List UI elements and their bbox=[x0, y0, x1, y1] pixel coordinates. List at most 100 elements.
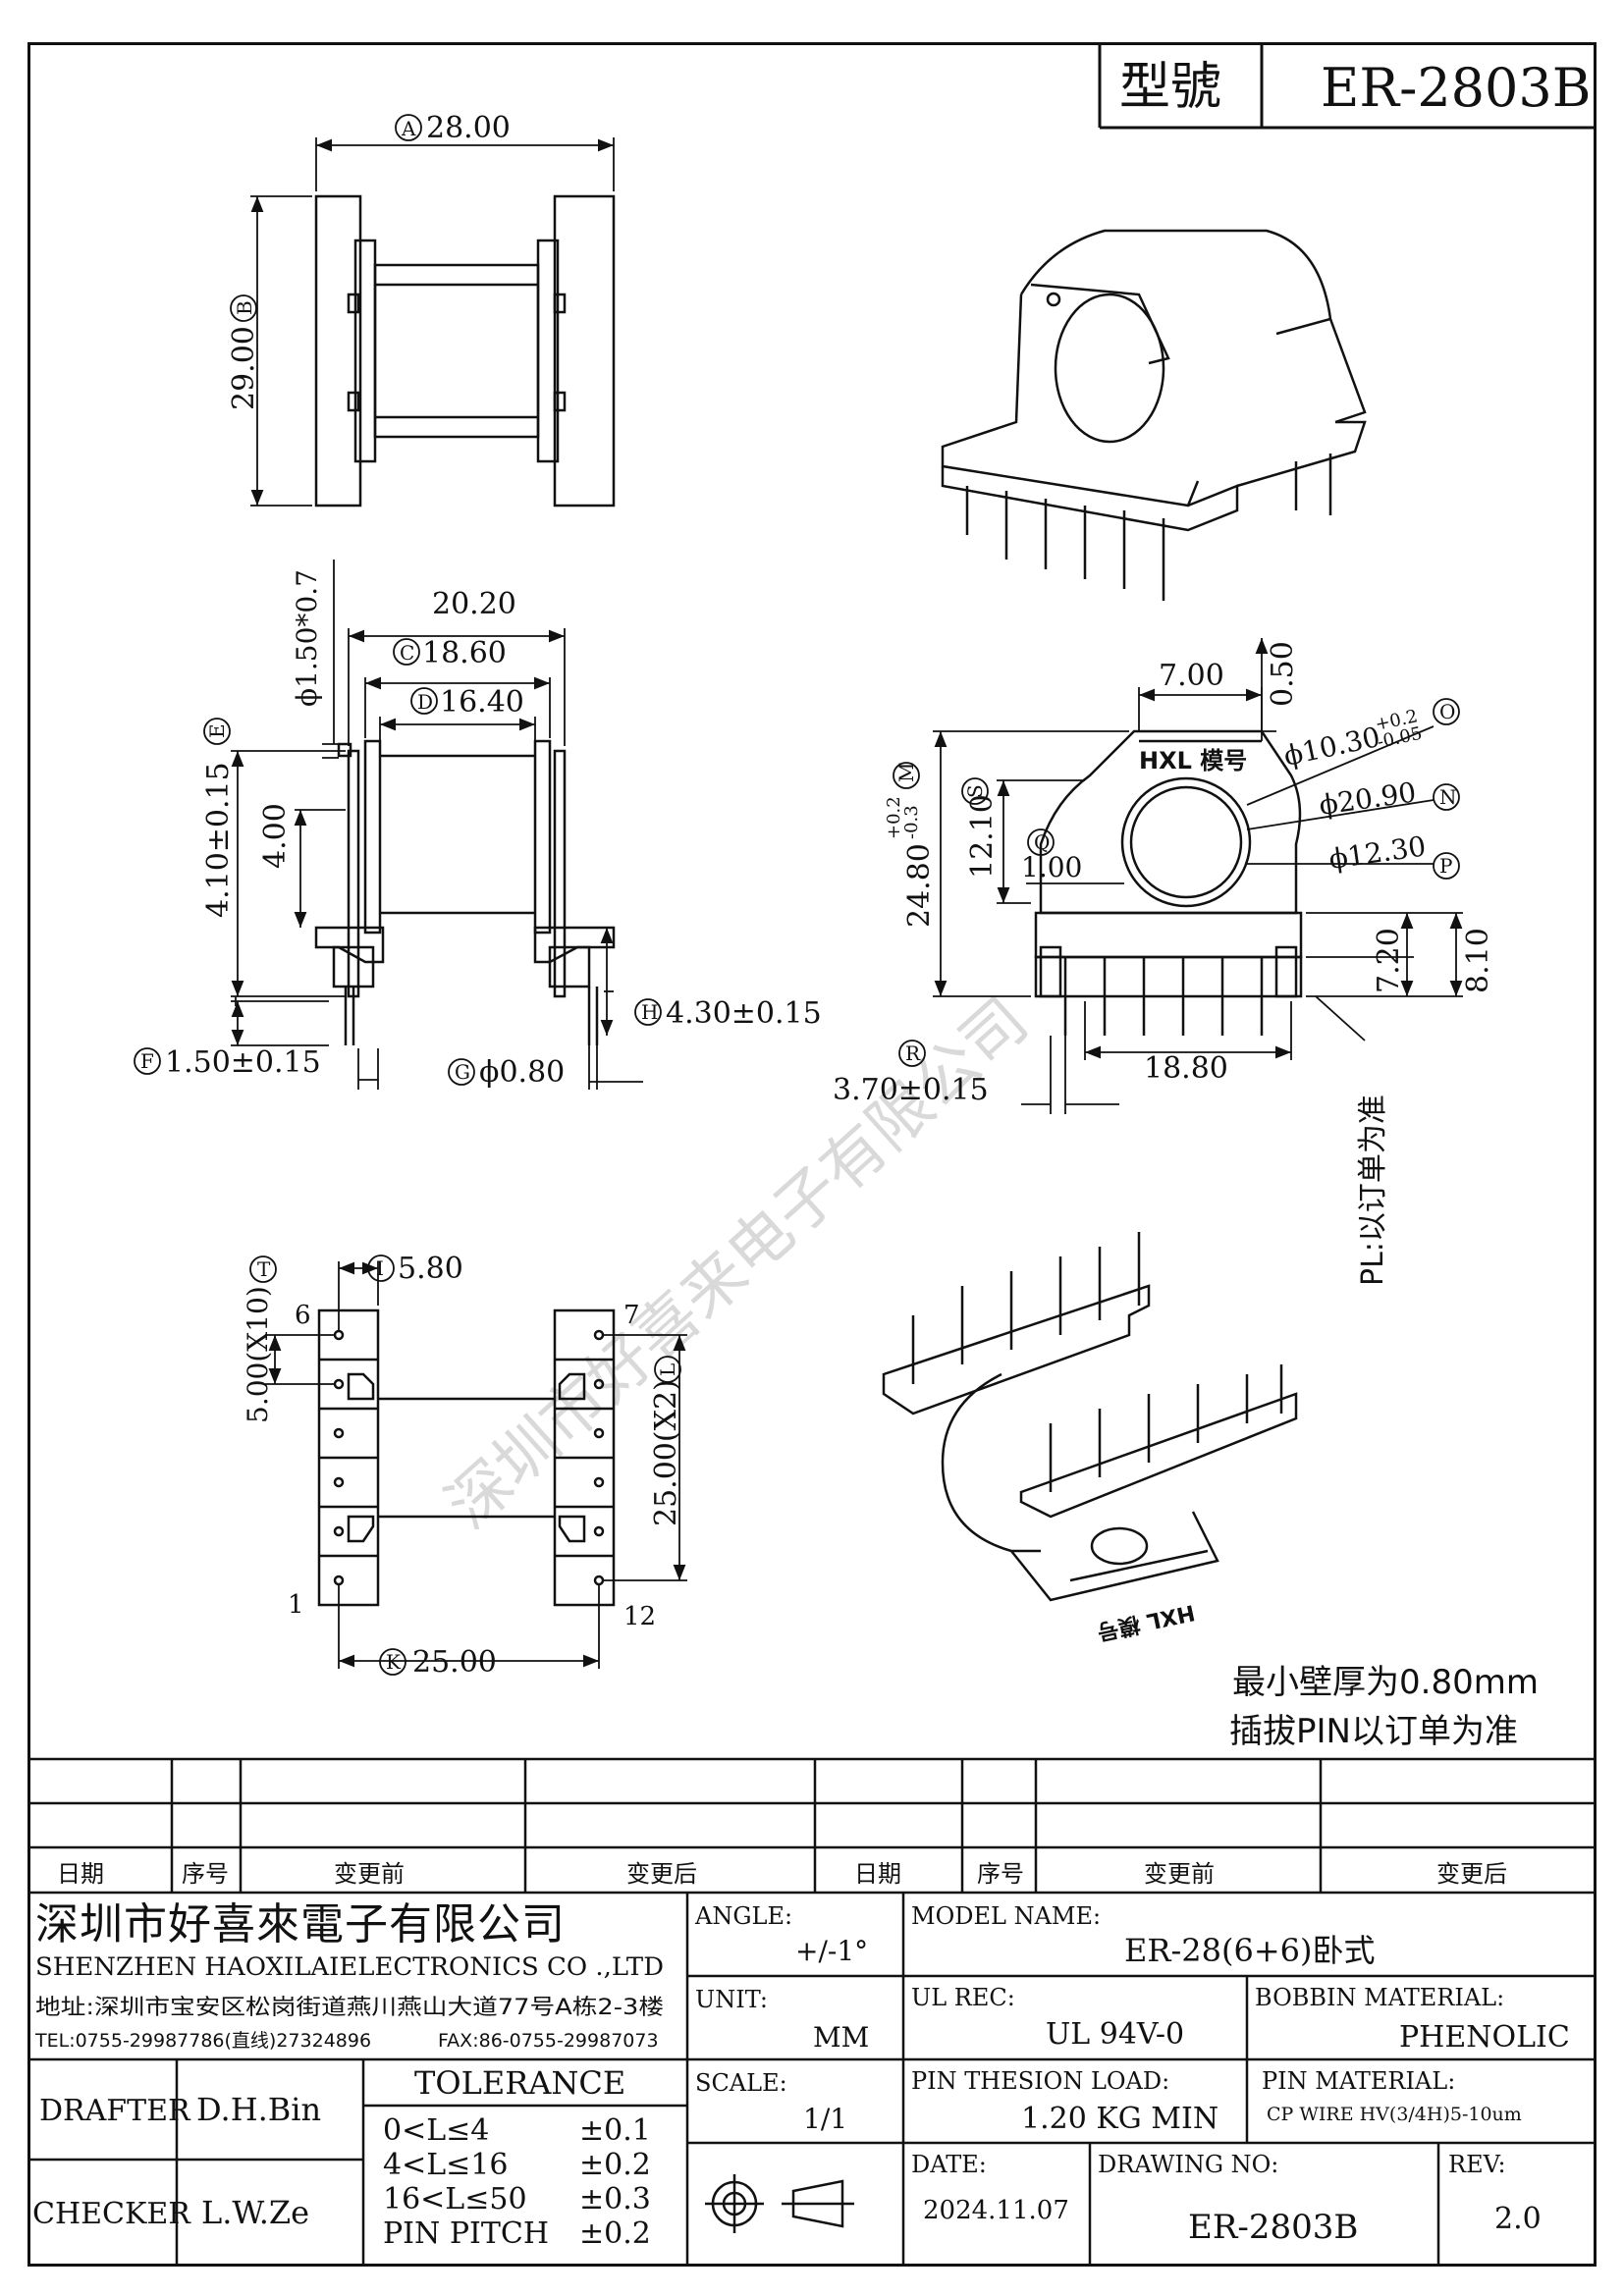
revision-table bbox=[27, 1757, 1597, 1895]
dim-M-value: 24.80 bbox=[902, 843, 937, 928]
checker-label: CHECKER bbox=[32, 2197, 191, 2231]
top-view bbox=[314, 194, 616, 507]
dim-R-letter: R bbox=[905, 1041, 921, 1065]
rev-header-date-2: 日期 bbox=[854, 1860, 901, 1888]
drafter-label: DRAFTER bbox=[39, 2094, 191, 2128]
dim-A-letter: A bbox=[401, 117, 416, 140]
pin-material-label: PIN MATERIAL: bbox=[1262, 2067, 1455, 2095]
dim-18-80: 18.80 bbox=[1144, 1051, 1228, 1086]
pl-note: PL:以订单为准 bbox=[1356, 1095, 1390, 1286]
wall-thickness-note: 最小壁厚为0.80mm bbox=[1232, 1663, 1539, 1702]
scale-value: 1/1 bbox=[803, 2103, 847, 2135]
dim-I-letter: I bbox=[376, 1256, 384, 1280]
dim-M-tol-plus: +0.2 bbox=[884, 796, 904, 839]
dim-P-value: ϕ12.30 bbox=[1326, 829, 1428, 875]
dim-S-value: 12.10 bbox=[965, 794, 1000, 879]
scale-label: SCALE: bbox=[695, 2069, 787, 2097]
iso-view-bottom bbox=[882, 1232, 1298, 1602]
dim-D-letter: D bbox=[417, 690, 433, 714]
company-tel: TEL:0755-29987786(直线)27324896 bbox=[34, 2030, 371, 2052]
dim-K-letter: K bbox=[386, 1650, 402, 1674]
pin-6-label: 6 bbox=[295, 1301, 311, 1330]
dim-A-value: 28.00 bbox=[426, 111, 511, 145]
dim-T-value: 5.00(X10) bbox=[242, 1286, 274, 1423]
side-view bbox=[314, 739, 616, 1045]
title-block-grid bbox=[27, 1893, 1597, 2267]
dim-L-value: 25.00(X2) bbox=[649, 1379, 683, 1526]
rev-header-date-1: 日期 bbox=[57, 1860, 104, 1888]
ul-value: UL 94V-0 bbox=[1046, 2017, 1184, 2052]
model-header bbox=[1098, 42, 1597, 130]
pin-7-label: 7 bbox=[623, 1301, 640, 1330]
pin-order-note: 插拔PIN以订单为准 bbox=[1229, 1712, 1518, 1751]
dim-7-00: 7.00 bbox=[1159, 659, 1224, 693]
dim-D-value: 16.40 bbox=[440, 685, 524, 720]
dim-C-letter: C bbox=[400, 641, 414, 665]
projection-symbol bbox=[705, 2174, 854, 2233]
dim-L-letter: L bbox=[656, 1363, 679, 1376]
pin-12-label: 12 bbox=[623, 1602, 656, 1631]
side-view-dims bbox=[134, 560, 662, 1090]
tol-value-3: ±0.3 bbox=[579, 2182, 651, 2216]
dim-M-tol-minus: -0.3 bbox=[901, 805, 922, 839]
dim-B bbox=[230, 195, 312, 507]
dim-O-letter: O bbox=[1439, 700, 1455, 723]
rev-header-after-1: 变更后 bbox=[626, 1860, 697, 1888]
dim-I-value: 5.80 bbox=[398, 1252, 463, 1286]
dim-B-letter: B bbox=[233, 300, 256, 315]
bottom-view bbox=[317, 1308, 616, 1607]
dim-8-10: 8.10 bbox=[1461, 928, 1495, 993]
model-label: 型號 bbox=[1119, 58, 1221, 117]
tol-range-1: 0<L≤4 bbox=[383, 2113, 489, 2148]
dim-F-value: 1.50±0.15 bbox=[165, 1045, 321, 1080]
model-name-value: ER-28(6+6)卧式 bbox=[1124, 1932, 1376, 1969]
dim-E-letter: E bbox=[205, 723, 229, 738]
drawing-no-value: ER-2803B bbox=[1188, 2208, 1358, 2247]
dim-Q-value: 1.00 bbox=[1021, 851, 1082, 883]
unit-value: MM bbox=[813, 2021, 869, 2054]
dim-4-00: 4.00 bbox=[258, 803, 293, 869]
rev-header-before-1: 变更前 bbox=[334, 1860, 405, 1888]
bobbin-value: PHENOLIC bbox=[1399, 2020, 1570, 2055]
load-value: 1.20 KG MIN bbox=[1021, 2102, 1218, 2136]
dim-F-letter: F bbox=[140, 1049, 154, 1073]
unit-label: UNIT: bbox=[695, 1986, 768, 2013]
company-address: 地址:深圳市宝安区松岗街道燕川燕山大道77号A栋2-3楼 bbox=[35, 1996, 664, 2020]
drawing-no-label: DRAWING NO: bbox=[1098, 2151, 1278, 2178]
load-label: PIN THESION LOAD: bbox=[911, 2067, 1169, 2095]
dim-E-value: 4.10±0.15 bbox=[201, 762, 236, 918]
dim-O-value: ϕ10.30 bbox=[1281, 721, 1383, 773]
front-logo: HXL 模号 bbox=[1139, 747, 1247, 774]
dim-H-value: 4.30±0.15 bbox=[666, 996, 822, 1031]
tol-value-2: ±0.2 bbox=[579, 2148, 651, 2182]
dim-P-letter: P bbox=[1439, 854, 1452, 878]
ul-label: UL REC: bbox=[911, 1984, 1015, 2011]
rev-header-seq-1: 序号 bbox=[182, 1860, 229, 1888]
rev-value: 2.0 bbox=[1494, 2202, 1542, 2236]
company-fax: FAX:86-0755-29987073 bbox=[438, 2030, 659, 2052]
model-name-label: MODEL NAME: bbox=[911, 1902, 1101, 1930]
front-view-dims bbox=[893, 638, 1463, 1114]
dim-R-value: 3.70±0.15 bbox=[833, 1073, 989, 1107]
date-label: DATE: bbox=[911, 2151, 987, 2178]
bobbin-label: BOBBIN MATERIAL: bbox=[1255, 1984, 1504, 2011]
dim-T-letter: T bbox=[257, 1257, 271, 1281]
dim-M-letter: M bbox=[894, 763, 918, 782]
dim-C-value: 18.60 bbox=[422, 636, 507, 670]
tol-range-2: 4<L≤16 bbox=[383, 2148, 508, 2182]
angle-label: ANGLE: bbox=[694, 1902, 792, 1930]
dim-0-50: 0.50 bbox=[1266, 641, 1300, 707]
dim-S-letter: S bbox=[963, 784, 987, 798]
dim-G-letter: G bbox=[455, 1060, 470, 1084]
bottom-view-dims bbox=[249, 1255, 687, 1676]
company-name-cn: 深圳市好喜來電子有限公司 bbox=[35, 1899, 566, 1949]
checker-name: L.W.Ze bbox=[201, 2194, 309, 2231]
angle-value: +/-1° bbox=[795, 1935, 868, 1967]
rev-label: REV: bbox=[1448, 2151, 1506, 2178]
tol-value-4: ±0.2 bbox=[579, 2216, 651, 2251]
dim-B-value: 29.00 bbox=[227, 326, 261, 410]
rev-header-after-2: 变更后 bbox=[1436, 1860, 1507, 1888]
pin-1-label: 1 bbox=[288, 1590, 304, 1620]
tol-range-3: 16<L≤50 bbox=[383, 2182, 527, 2216]
